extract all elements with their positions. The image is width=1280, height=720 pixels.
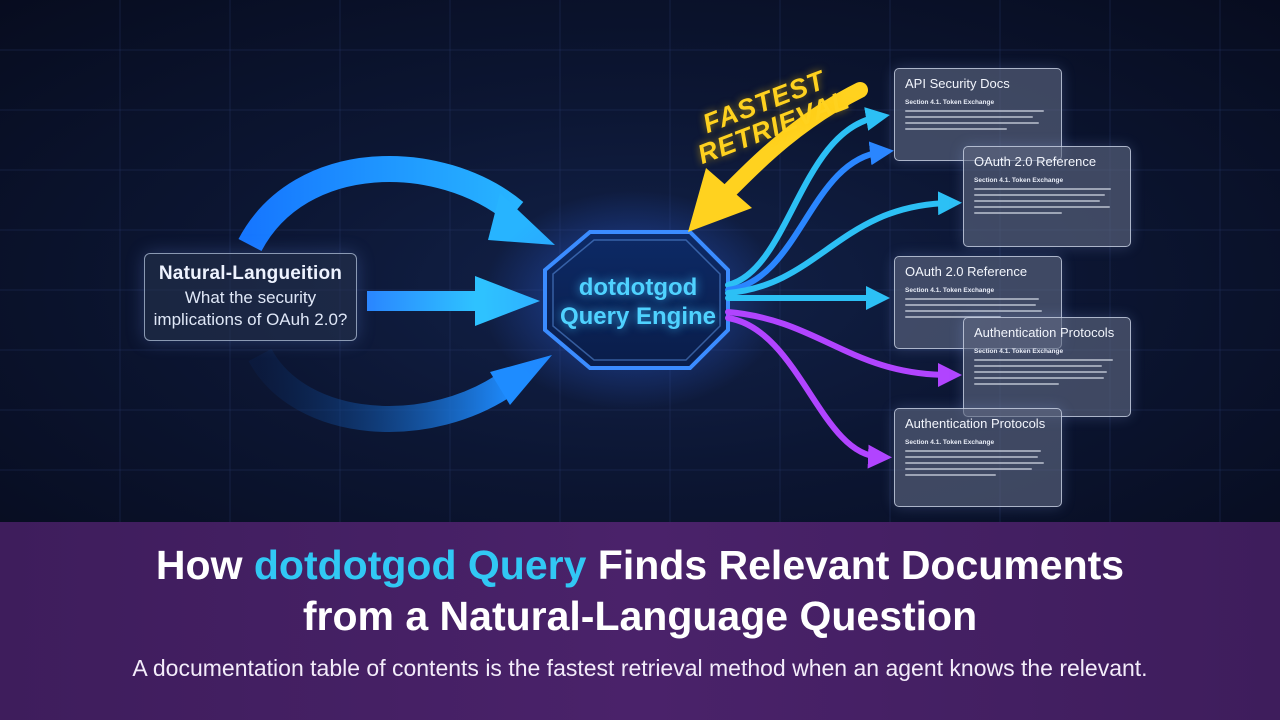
- doc-card-section: Section 4.1. Token Exchange: [905, 439, 995, 446]
- doc-card-title: OAuth 2.0 Reference: [974, 154, 1097, 169]
- headline-accent: dotdotgod Query: [253, 542, 587, 588]
- doc-card-text-lines: [974, 188, 1120, 214]
- engine-hexagon-inner: [552, 239, 721, 361]
- doc-card-section: Section 4.1. Token Exchange: [905, 287, 995, 294]
- doc-card-text-lines: [905, 450, 1051, 476]
- engine-label-line2: Query Engine: [559, 303, 717, 330]
- doc-card-title: Authentication Protocols: [974, 325, 1115, 340]
- doc-card: Authentication Protocols Section 4.1. To…: [963, 317, 1131, 417]
- headline-post: Finds Relevant Documents: [597, 542, 1125, 588]
- doc-card-section: Section 4.1. Token Exchange: [974, 177, 1064, 184]
- doc-card-text-lines: [905, 298, 1051, 318]
- flow-diagram: Natural-Langueition What the security im…: [0, 0, 1280, 522]
- doc-card-title: API Security Docs: [905, 76, 1010, 91]
- fastest-arrow: [722, 82, 868, 198]
- headline-line1: How dotdotgod Query Finds Relevant Docum…: [0, 541, 1280, 589]
- query-box-question: What the security implications of OAuh 2…: [153, 288, 348, 329]
- doc-card-section: Section 4.1. Token Exchange: [974, 348, 1064, 355]
- engine-hexagon: [543, 230, 730, 370]
- output-arrow-6: [725, 315, 892, 469]
- doc-card-title: OAuth 2.0 Reference: [905, 264, 1028, 279]
- diagram-graphics: [0, 0, 1280, 522]
- doc-card-section: Section 4.1. Token Exchange: [905, 99, 995, 106]
- doc-card: OAuth 2.0 Reference Section 4.1. Token E…: [894, 256, 1062, 349]
- output-arrow-1: [725, 107, 890, 288]
- caption-subtitle: A documentation table of contents is the…: [132, 655, 1148, 681]
- fastest-arrow-head: [688, 168, 752, 232]
- headline-pre: How: [155, 542, 243, 588]
- output-arrow-5: [725, 309, 962, 387]
- output-arrow-3: [725, 191, 962, 296]
- doc-card: Authentication Protocols Section 4.1. To…: [894, 408, 1062, 507]
- output-arrow-2: [725, 141, 894, 293]
- engine-label-line1: dotdotgod: [578, 274, 698, 301]
- doc-card: API Security Docs Section 4.1. Token Exc…: [894, 68, 1062, 161]
- doc-card: OAuth 2.0 Reference Section 4.1. Token E…: [963, 146, 1131, 247]
- headline-line2: from a Natural-Language Question: [302, 593, 978, 639]
- query-box-title: Natural-Langueition: [158, 263, 343, 284]
- engine-label: dotdotgod Query Engine: [548, 273, 728, 331]
- input-arrow-top: [238, 156, 524, 252]
- doc-card-title: Authentication Protocols: [905, 416, 1046, 431]
- input-arrow-bottom: [248, 348, 520, 432]
- input-arrow-mid-shaft: [367, 291, 475, 311]
- doc-card-text-lines: [974, 359, 1120, 385]
- query-box: Natural-Langueition What the security im…: [144, 253, 357, 341]
- doc-card-text-lines: [905, 110, 1051, 130]
- caption-banner: [0, 522, 1280, 720]
